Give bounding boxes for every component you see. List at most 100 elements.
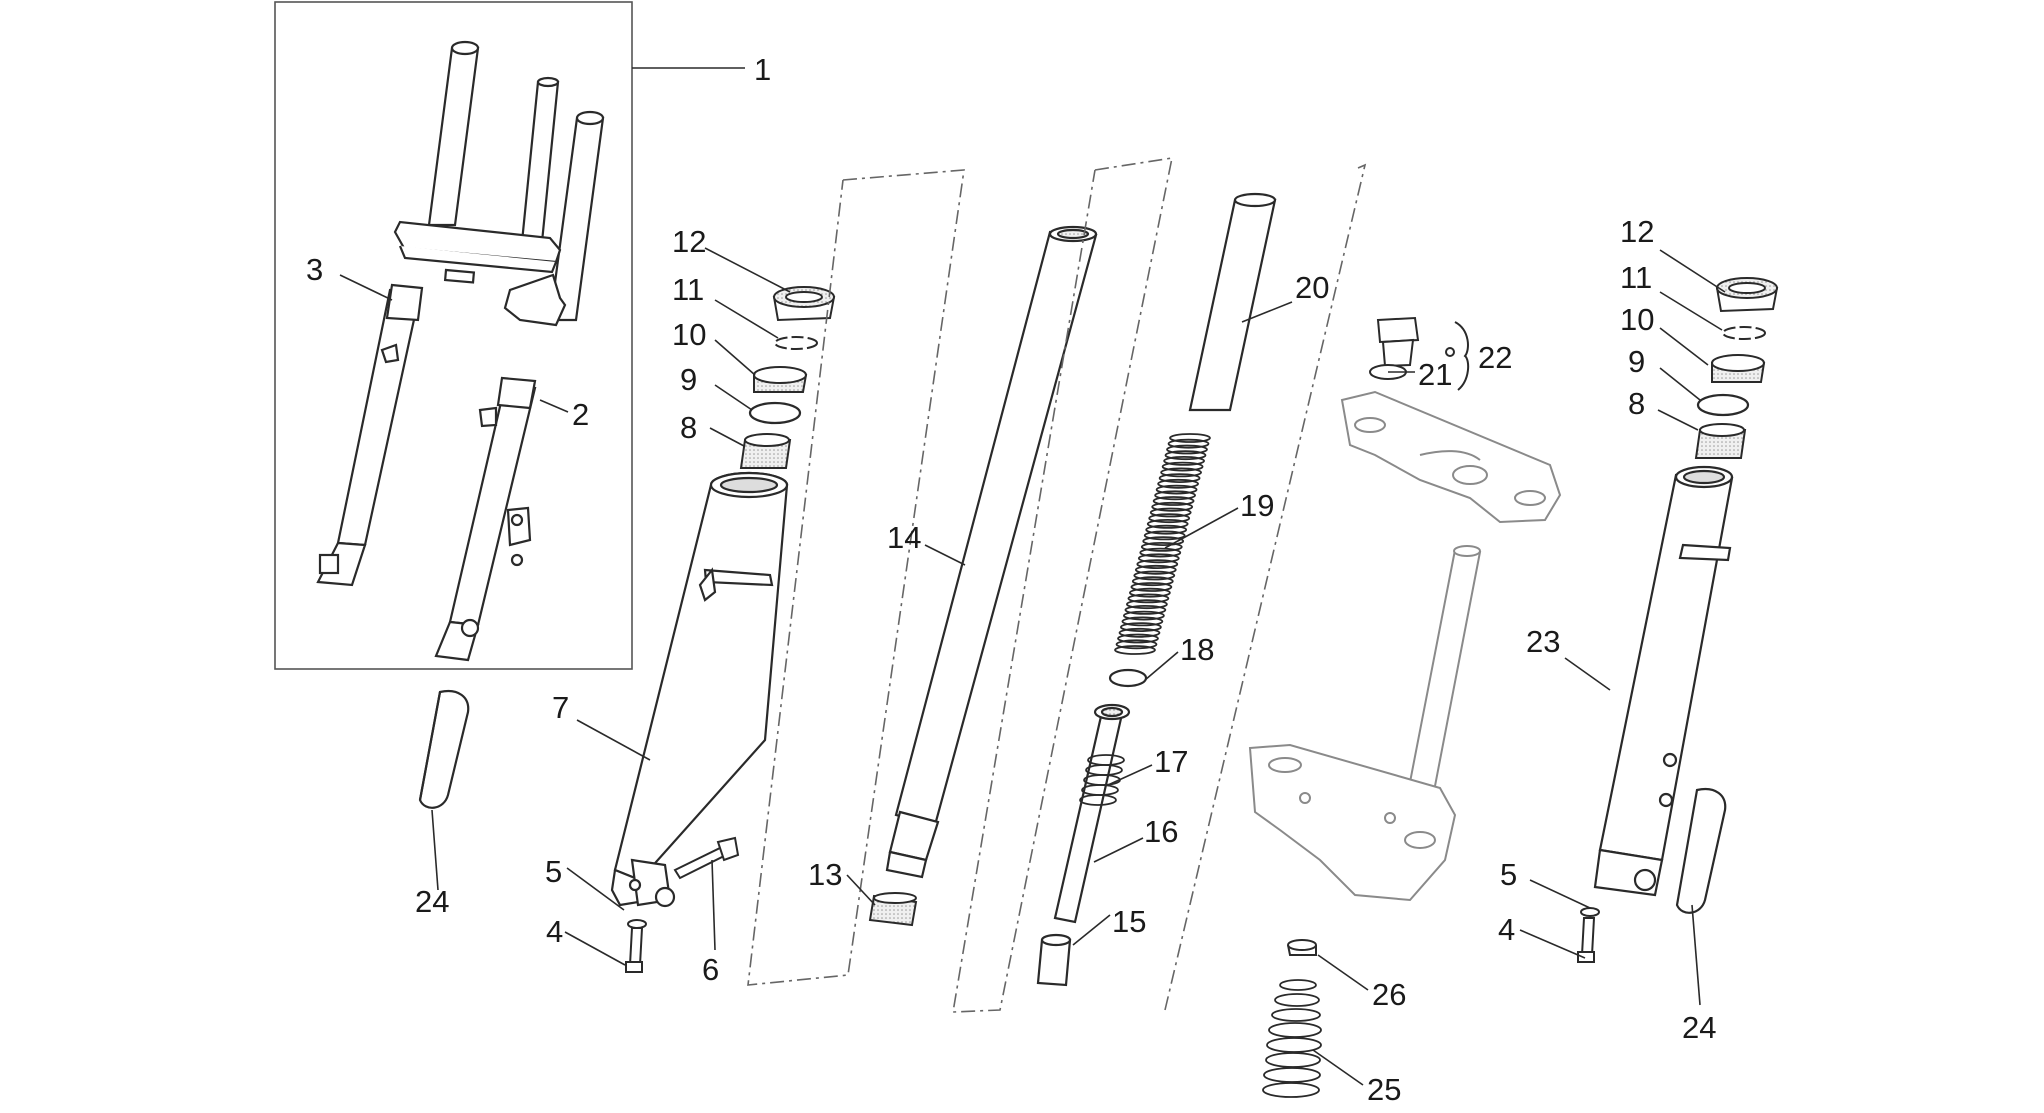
spring-coil (1126, 599, 1168, 610)
spring-coil (1137, 553, 1180, 564)
spring-coil (1120, 622, 1162, 632)
spring-coil (1146, 519, 1189, 529)
spring-coil (1115, 639, 1158, 650)
rebound-spring-part-17 (1079, 754, 1125, 806)
steering-stem-lower-clamp (1248, 545, 1482, 902)
spring-coil (1166, 444, 1208, 455)
callout-17: 17 (1154, 744, 1188, 779)
spring-coil (1124, 605, 1167, 615)
damper-rod-part-16 (1053, 703, 1131, 924)
callout-25: 25 (1367, 1072, 1401, 1107)
dust-seal-part-12-left (772, 286, 836, 322)
callout-6: 6 (702, 952, 719, 987)
spring-coil (1131, 576, 1174, 587)
callout-21: 21 (1418, 357, 1452, 392)
callout-26: 26 (1372, 977, 1406, 1012)
bushing-part-8-right (1694, 423, 1747, 459)
spring-coil (1161, 461, 1204, 472)
ring-part-9-left (748, 401, 802, 425)
callout-13: 13 (808, 857, 842, 892)
callout-3: 3 (306, 252, 323, 287)
spring-coil (1151, 501, 1194, 512)
callout-22: 22 (1478, 340, 1512, 375)
callout-9-right: 9 (1628, 344, 1645, 379)
assembly-frame (274, 1, 633, 670)
pad-part-24-right (1675, 787, 1727, 914)
bushing-part-8-left (739, 433, 792, 469)
spring-coil (1154, 490, 1196, 501)
spring-coil (1158, 473, 1201, 484)
screw-part-4-right (1577, 917, 1596, 963)
spring-coil (1148, 513, 1191, 524)
plug-part-22 (1376, 316, 1470, 391)
spring-coil (1163, 455, 1205, 466)
dust-boot-part-25 (1262, 979, 1322, 1098)
spring-coil (1130, 582, 1173, 592)
slider-right-part-23 (1593, 465, 1734, 897)
oil-seal-part-10-left (753, 366, 808, 393)
bushing-part-13 (868, 892, 918, 927)
callout-18: 18 (1180, 632, 1214, 667)
dashed-plane-1 (747, 169, 965, 986)
callout-12-right: 12 (1620, 214, 1654, 249)
ring-part-18 (1108, 668, 1148, 688)
spring-coil (1136, 559, 1179, 569)
callout-15: 15 (1112, 904, 1146, 939)
spring-coil (1143, 530, 1186, 541)
spring-coil (1149, 507, 1192, 518)
spring-coil (1169, 433, 1211, 443)
callout-23: 23 (1526, 624, 1560, 659)
spring-coil (1145, 524, 1188, 535)
spacer-tube-part-20 (1188, 192, 1277, 412)
spring-coil (1152, 496, 1195, 506)
callout-9-left: 9 (680, 362, 697, 397)
spring-coil (1167, 438, 1210, 449)
callout-labels: 1 3 2 24 7 5 4 6 12 11 10 9 8 13 14 15 1… (306, 52, 1716, 1107)
spring-coil (1157, 478, 1199, 489)
oil-seal-part-10-right (1711, 354, 1766, 383)
spring-coil (1134, 564, 1177, 575)
washer-part-5-right (1580, 907, 1600, 917)
callout-5-right: 5 (1500, 857, 1517, 892)
bolt-part-6 (673, 836, 740, 880)
callout-20: 20 (1295, 270, 1329, 305)
leader-lines (339, 67, 1726, 1086)
callout-1: 1 (754, 52, 771, 87)
callout-4-left: 4 (546, 914, 563, 949)
callout-11-left: 11 (672, 272, 704, 307)
spring-coil (1114, 645, 1156, 655)
callout-10-left: 10 (672, 317, 706, 352)
dashed-plane-2 (952, 157, 1174, 1013)
callout-5-left: 5 (545, 854, 562, 889)
slider-left-part-7 (610, 471, 789, 908)
spring-coil (1139, 547, 1182, 558)
callout-10-right: 10 (1620, 302, 1654, 337)
clamp-part-26 (1287, 939, 1317, 956)
spring-coil (1121, 616, 1164, 627)
spring-coil (1142, 536, 1185, 546)
spring-coil (1127, 593, 1170, 604)
spring-coil (1140, 542, 1183, 552)
dust-seal-part-12-right (1715, 277, 1779, 313)
clip-part-11-left (774, 336, 818, 350)
callout-7: 7 (552, 690, 569, 725)
screw-part-4-left (625, 927, 644, 973)
spring-part-19 (1114, 433, 1211, 655)
callout-16: 16 (1144, 814, 1178, 849)
callout-12-left: 12 (672, 224, 706, 259)
callout-4-right: 4 (1498, 912, 1515, 947)
callout-19: 19 (1240, 488, 1274, 523)
spring-coil (1164, 450, 1207, 461)
callout-24-left: 24 (415, 884, 449, 919)
dashed-plane-3 (1164, 163, 1367, 1011)
upper-triple-clamp (1340, 390, 1562, 524)
washer-part-5-left (627, 919, 647, 929)
spring-coil (1123, 610, 1165, 621)
spring-coil (1129, 587, 1171, 598)
spring-coil (1160, 467, 1202, 478)
ring-part-9-right (1696, 393, 1750, 417)
pad-part-24-left (418, 689, 470, 809)
callout-24-right: 24 (1682, 1010, 1716, 1045)
